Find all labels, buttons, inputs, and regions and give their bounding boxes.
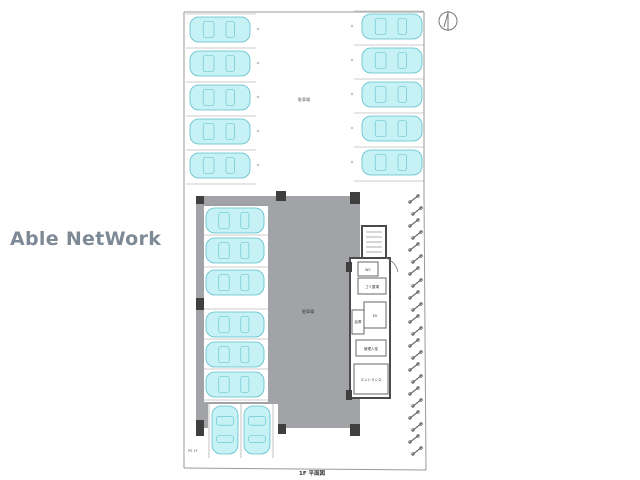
watermark-logo: Able NetWork <box>10 228 162 250</box>
north-arrow-icon <box>438 11 458 31</box>
bicycle-space <box>411 374 423 384</box>
bicycle-space <box>411 446 423 456</box>
bicycle-space <box>408 242 420 252</box>
parking-space-outdoor-left <box>189 16 251 43</box>
bicycle-space <box>408 362 420 372</box>
bicycle-space <box>408 434 420 444</box>
lot-label: 駐車場 <box>298 96 310 102</box>
room-label-entrance: エントランス <box>361 377 382 382</box>
bicycle-parking <box>408 194 423 456</box>
plan-title: 1F 平面図 <box>299 469 325 477</box>
parking-spaces <box>186 10 424 458</box>
parking-space-outdoor-right <box>361 13 423 40</box>
bicycle-space <box>411 398 423 408</box>
room-label-ev: EV <box>373 314 378 318</box>
bicycle-space <box>411 302 423 312</box>
bicycle-space <box>411 278 423 288</box>
bicycle-space <box>411 422 423 432</box>
parking-space-outdoor-left <box>189 152 251 179</box>
bicycle-space <box>408 266 420 276</box>
bicycle-space <box>408 386 420 396</box>
bicycle-space <box>408 218 420 228</box>
parking-space-indoor <box>205 341 265 368</box>
parking-space-indoor <box>205 237 265 264</box>
parking-space-indoor <box>205 371 265 398</box>
core-annex <box>346 225 399 400</box>
bicycle-space <box>408 410 420 420</box>
bicycle-space <box>408 338 420 348</box>
room-label-office: 管理人室 <box>364 346 378 351</box>
parking-space-indoor <box>205 269 265 296</box>
parking-space-outdoor-left <box>189 84 251 111</box>
parking-space-bottom <box>243 405 271 455</box>
site-boundary <box>183 11 427 471</box>
parking-space-bottom <box>211 405 239 455</box>
room-label-wc: WC <box>365 268 371 272</box>
bicycle-space <box>408 194 420 204</box>
parking-space-outdoor-right <box>361 115 423 142</box>
bottom-left-note: PS 1F <box>188 449 198 453</box>
parking-space-outdoor-left <box>189 50 251 77</box>
piloti-label: 駐車場 <box>302 308 314 314</box>
bicycle-space <box>411 230 423 240</box>
bicycle-space <box>411 206 423 216</box>
bicycle-space <box>411 350 423 360</box>
bicycle-space <box>411 254 423 264</box>
bicycle-space <box>411 326 423 336</box>
parking-space-outdoor-right <box>361 149 423 176</box>
parking-space-outdoor-left <box>189 118 251 145</box>
room-label-garbage: ゴミ置場 <box>365 284 379 289</box>
parking-space-indoor <box>205 311 265 338</box>
room-label-storage: 倉庫 <box>355 319 363 324</box>
parking-space-indoor <box>205 207 265 234</box>
bicycle-space <box>408 314 420 324</box>
parking-space-outdoor-right <box>361 81 423 108</box>
parking-space-outdoor-right <box>361 47 423 74</box>
bicycle-space <box>408 290 420 300</box>
